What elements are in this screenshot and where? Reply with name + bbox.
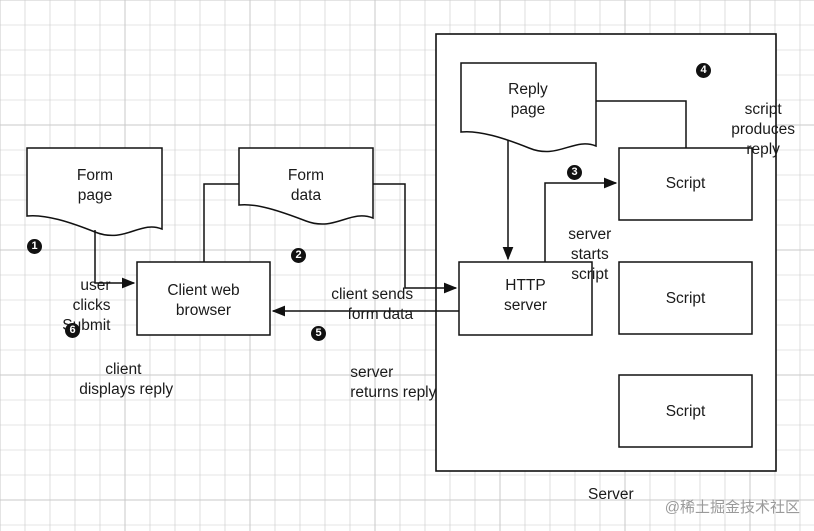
step-2-text: client sends form data	[331, 286, 414, 323]
step-6-annotation: 6 client displays reply	[62, 320, 173, 420]
step-3-badge: 3	[567, 165, 582, 180]
step-1-text: user clicks Submit	[62, 277, 111, 334]
line-script-to-reply-page	[596, 100, 687, 148]
watermark: @稀土掘金技术社区	[664, 499, 800, 516]
step-5-text: server returns reply	[350, 364, 437, 401]
step-5-badge: 5	[311, 326, 326, 341]
step-4-badge: 4	[696, 63, 711, 78]
reply-page-label: Reply page	[508, 81, 548, 118]
step-5-annotation: 5 server returns reply	[311, 323, 436, 423]
step-4-text: script produces reply	[731, 101, 795, 158]
form-data-label: Form data	[287, 167, 325, 204]
http-server-label: HTTP server	[503, 277, 548, 314]
step-4-annotation: 4 script produces reply	[696, 60, 795, 180]
arrow-http-to-script	[544, 177, 618, 262]
script-label-2: Script	[665, 290, 706, 307]
script-label-1: Script	[665, 175, 706, 192]
server-container-label: Server	[588, 486, 634, 503]
step-1-annotation: 1 user clicks Submit	[24, 236, 110, 356]
form-page-label: Form page	[76, 167, 114, 204]
client-browser-label: Client web browser	[167, 282, 240, 319]
arrow-form-data-to-http	[373, 183, 458, 294]
step-1-badge: 1	[27, 239, 42, 254]
client-browser-box	[136, 261, 271, 336]
reply-page-document	[460, 62, 597, 153]
arrow-form-page-to-browser	[94, 230, 136, 289]
http-server-box	[458, 261, 593, 336]
line-browser-to-form-data	[203, 183, 239, 262]
step-6-text: client displays reply	[79, 361, 174, 398]
script-box-3	[618, 374, 753, 448]
form-data-document	[238, 147, 374, 225]
step-6-badge: 6	[65, 323, 80, 338]
step-2-badge: 2	[291, 248, 306, 263]
script-box-2	[618, 261, 753, 335]
script-label-3: Script	[665, 403, 706, 420]
script-box-1	[618, 147, 753, 221]
step-2-annotation: 2 client sends form data	[290, 245, 413, 345]
step-3-text: server starts script	[568, 226, 612, 283]
step-3-annotation: 3 server starts script	[551, 165, 611, 305]
